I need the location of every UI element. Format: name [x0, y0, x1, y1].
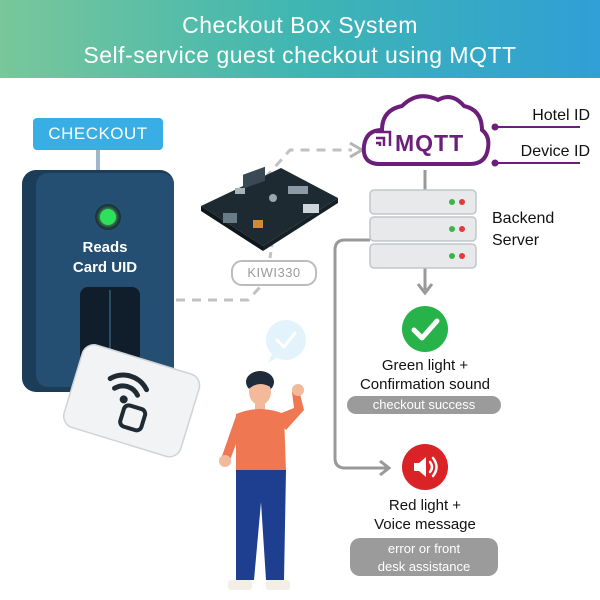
success-line-2: Confirmation sound [359, 376, 491, 393]
error-line-2: Voice message [374, 516, 476, 533]
check-bubble-icon [266, 320, 306, 363]
server-line-2: Server [492, 232, 540, 249]
success-badge: checkout success [347, 396, 501, 414]
error-badge: error or front desk assistance [350, 538, 498, 576]
cloud-icon [361, 94, 491, 166]
device-id-label: Device ID [520, 143, 590, 160]
tag-pole [96, 150, 100, 172]
device-board-link [176, 283, 264, 302]
title-line-1: Checkout Box System [182, 12, 418, 38]
server-error-arrowhead [379, 459, 392, 477]
mqtt-logo-text: MQTT [395, 130, 465, 156]
mqtt-logo-icon [376, 130, 392, 146]
reads-card-uid-label: Reads Card UID [36, 238, 174, 278]
success-line-1: Green light + [381, 357, 469, 374]
status-led-light [100, 209, 116, 225]
speaker-icon [402, 444, 448, 490]
board-label-link [268, 243, 274, 259]
card-reader-slot-divider [109, 290, 111, 360]
reads-line-2: Card UID [72, 259, 138, 276]
success-label: Green light + Confirmation sound [340, 356, 510, 394]
reads-line-1: Reads [82, 239, 128, 256]
person-illustration [219, 371, 304, 590]
title-line-2: Self-service guest checkout using MQTT [83, 42, 517, 68]
backend-server-label: Backend Server [492, 208, 592, 252]
hotel-id-label: Hotel ID [532, 107, 590, 124]
kiwi330-label: KIWI330 [231, 260, 317, 286]
device-id-dot [491, 159, 499, 167]
error-line-1: Red light + [388, 497, 462, 514]
server-line-1: Backend [492, 210, 555, 227]
checkmark-icon [402, 306, 448, 352]
server-icon [369, 189, 477, 269]
server-error-link [333, 238, 388, 470]
error-badge-line-2: desk assistance [377, 559, 471, 574]
error-badge-line-1: error or front [387, 541, 461, 556]
board-mqtt-link [263, 148, 352, 179]
checkout-tag: CHECKOUT [33, 118, 163, 150]
server-success-arrowhead [416, 283, 434, 296]
nfc-card-icon [62, 344, 201, 458]
title-banner: Checkout Box System Self-service guest c… [0, 0, 600, 78]
board-icon [201, 166, 338, 251]
error-label: Red light + Voice message [340, 496, 510, 534]
hotel-id-dot [491, 123, 499, 131]
